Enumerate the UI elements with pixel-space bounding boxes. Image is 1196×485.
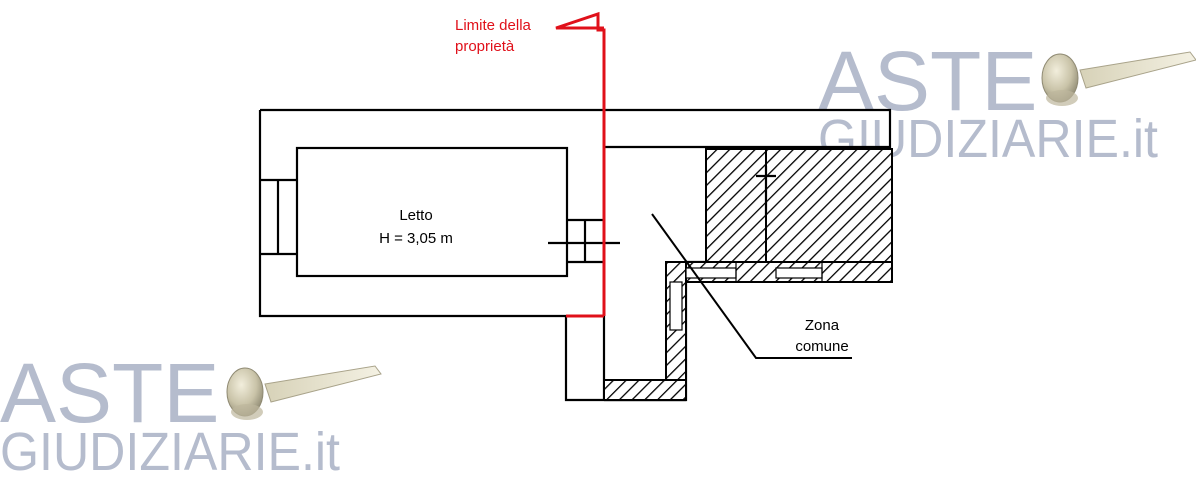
property-limit-line bbox=[555, 11, 606, 318]
room-height-label: H = 3,05 m bbox=[379, 230, 453, 247]
common-zone-leader bbox=[651, 213, 852, 359]
watermark-aste-bottom: ASTE bbox=[0, 346, 219, 440]
common-zone-label-line2: comune bbox=[795, 338, 848, 355]
gavel-icon bbox=[226, 365, 382, 420]
room-name-label: Letto bbox=[399, 207, 432, 224]
watermark-top: ASTE GIUDIZIARIE.it bbox=[818, 34, 1196, 169]
section-markers bbox=[548, 166, 776, 245]
property-limit-label-line2: proprietà bbox=[455, 38, 515, 55]
watermark-aste-top: ASTE bbox=[818, 34, 1037, 128]
property-limit-label-line1: Limite della bbox=[455, 17, 532, 34]
watermark-giudiziarie-bottom: GIUDIZIARIE.it bbox=[0, 422, 340, 480]
watermark-bottom: ASTE GIUDIZIARIE.it bbox=[0, 346, 382, 482]
common-zone-label-line1: Zona bbox=[805, 317, 840, 334]
hatched-walls bbox=[603, 148, 893, 401]
gavel-icon bbox=[1041, 51, 1196, 106]
